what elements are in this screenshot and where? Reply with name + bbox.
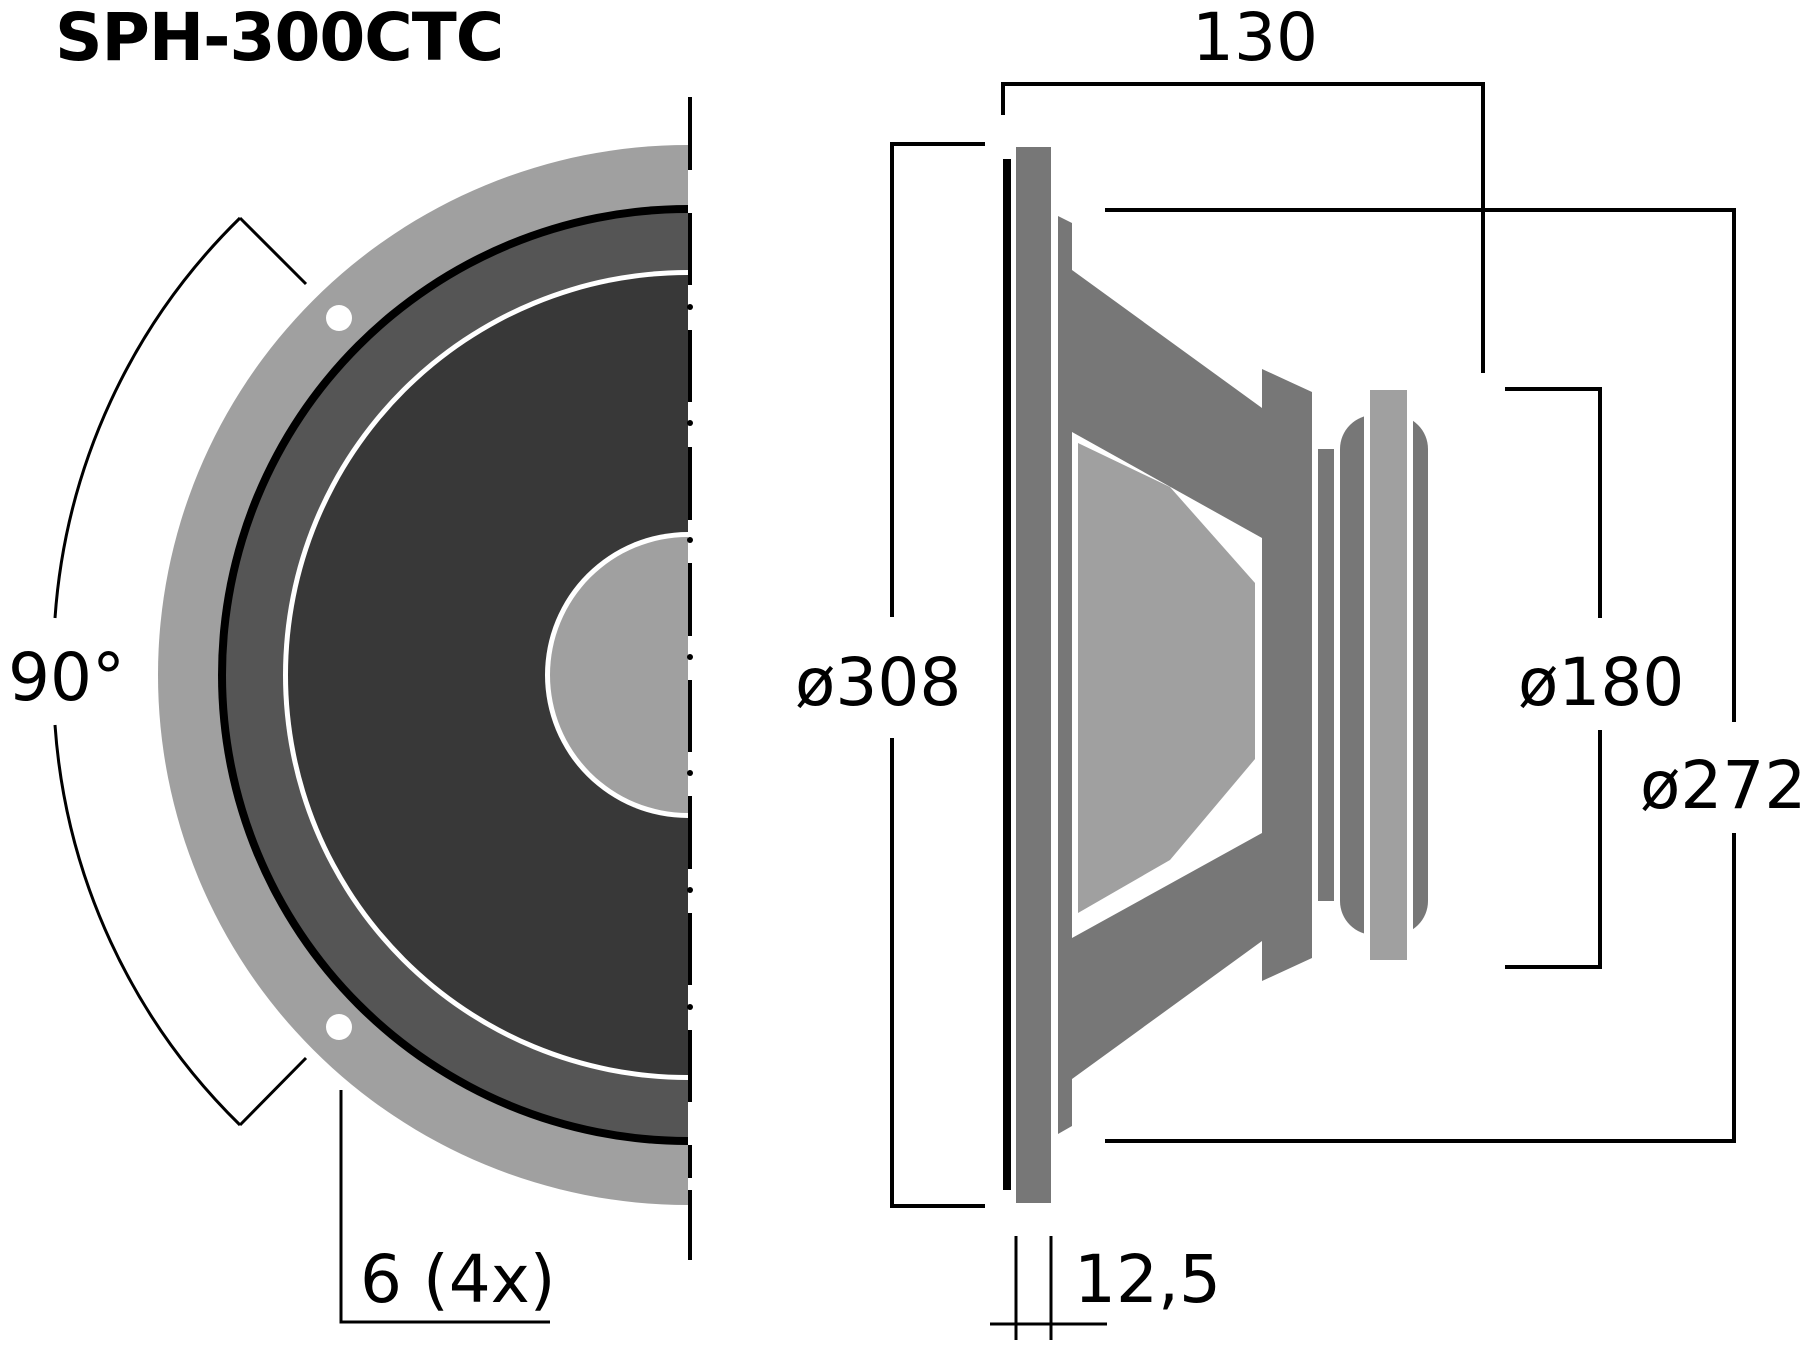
outer-diameter-label: ø308: [795, 644, 961, 721]
flange: [1016, 147, 1051, 1203]
model-title: SPH-300CTC: [55, 0, 503, 76]
angle-dimension: 90°: [8, 216, 308, 1127]
cone: [288, 275, 688, 1075]
center-line: [687, 97, 693, 1260]
mounting-hole-icon: [326, 1014, 352, 1040]
magnet-diameter-dimension: ø180: [1505, 387, 1684, 969]
outer-diameter-dimension: ø308: [795, 142, 985, 1208]
front-gasket: [1003, 159, 1011, 1190]
hole-label: 6 (4x): [360, 1241, 556, 1318]
magnet-core: [1370, 390, 1407, 960]
flange-thickness-label: 12,5: [1074, 1241, 1221, 1318]
depth-dimension: 130: [1001, 0, 1485, 373]
top-plate: [1318, 449, 1334, 901]
cutout-diameter-dimension: ø272: [1105, 208, 1806, 1143]
mounting-hole-icon: [326, 305, 352, 331]
hole-dimension: 6 (4x): [339, 1090, 556, 1324]
dust-cap: [550, 537, 688, 813]
magnet-gap-right: [1407, 390, 1413, 960]
front-view: 90° 6 (4x): [8, 97, 693, 1324]
cone-side: [1078, 443, 1255, 913]
cutout-diameter-label: ø272: [1640, 747, 1806, 824]
side-view: 130 ø308 ø180 ø272 12,5: [795, 0, 1806, 1340]
flange-thickness-dimension: 12,5: [990, 1236, 1221, 1340]
angle-label: 90°: [8, 639, 125, 716]
magnet-gap-left: [1364, 390, 1370, 960]
magnet-diameter-label: ø180: [1518, 644, 1684, 721]
depth-label: 130: [1192, 0, 1318, 76]
